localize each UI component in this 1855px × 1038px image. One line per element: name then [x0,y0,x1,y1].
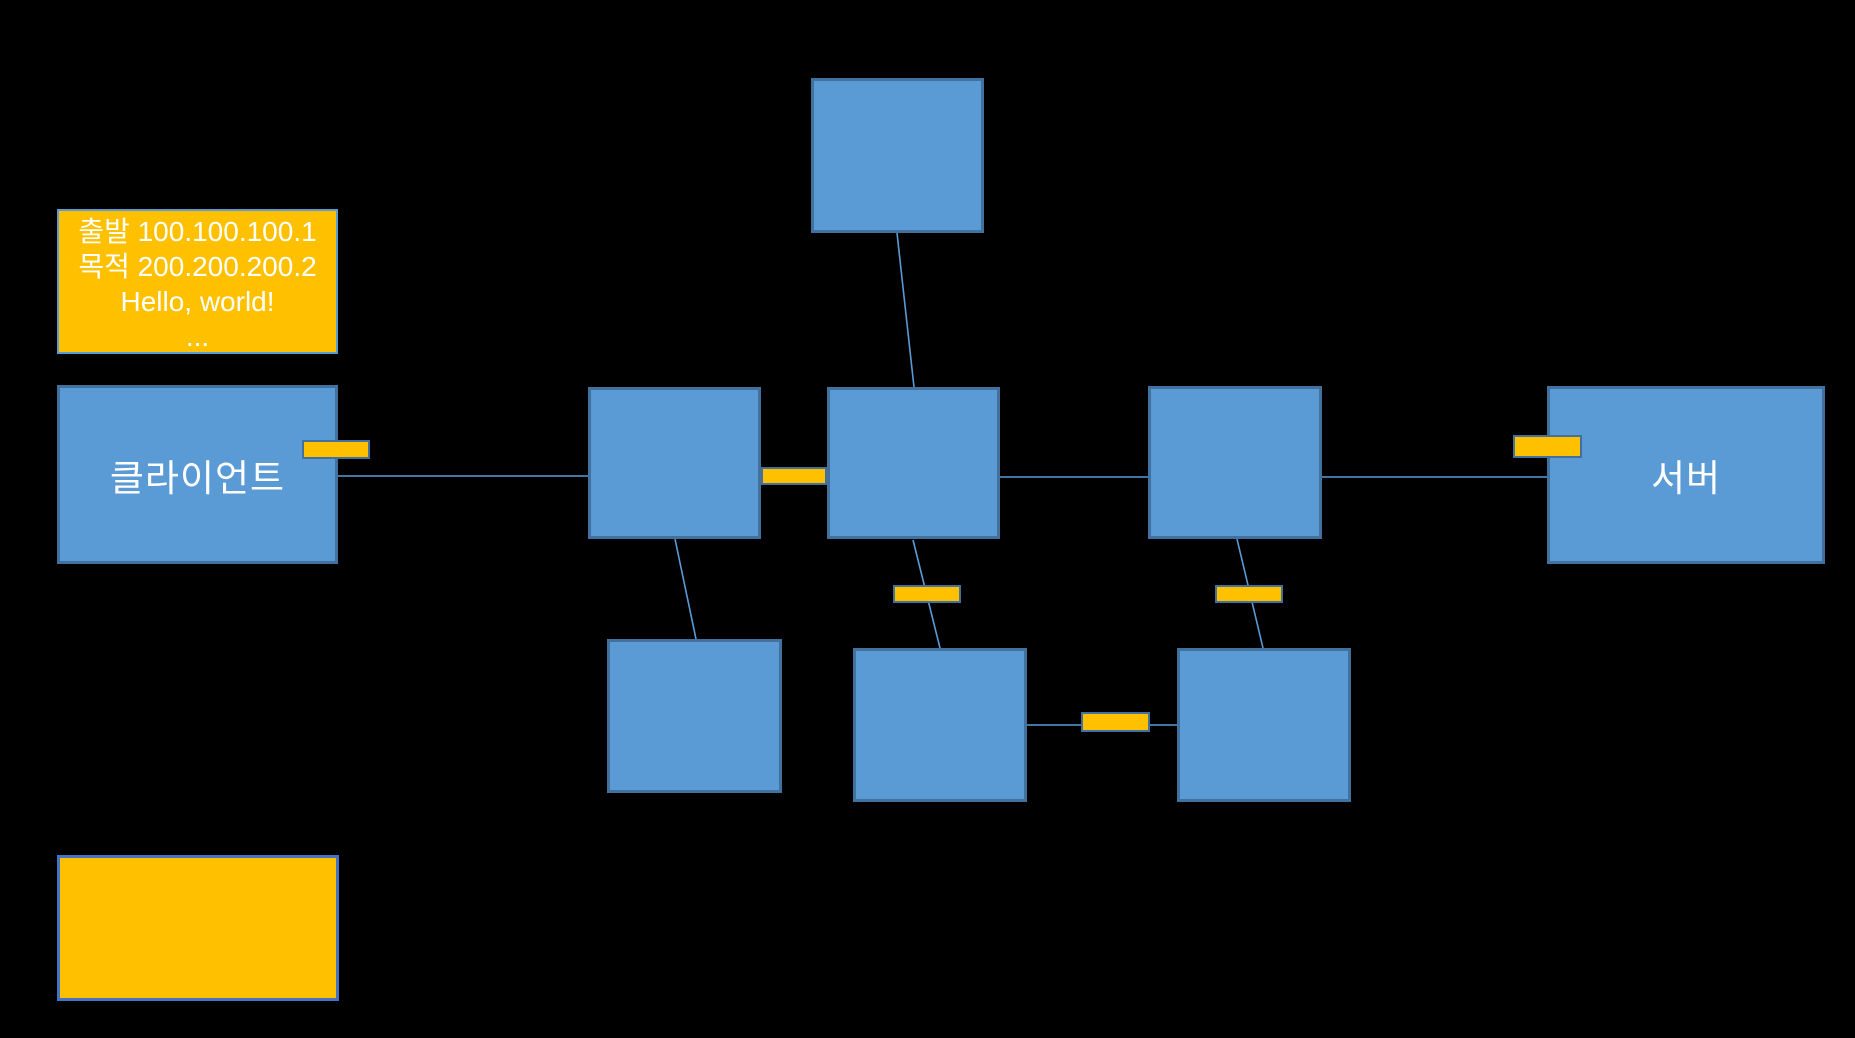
packet-payload-line: Hello, world! [120,286,275,317]
packet-chip-server-link [1513,435,1582,458]
client-node: 클라이언트 [57,385,338,564]
connector-router-left-bottom-left [674,538,697,640]
router-node-middle-center [827,387,1000,539]
router-node-middle-left [588,387,761,539]
packet-chip-bottom-link [1081,712,1150,732]
packet-source-line: 출발 100.100.100.1 [78,216,317,247]
packet-chip-left-center-link [761,467,827,485]
server-label: 서버 [1650,458,1722,499]
empty-packet-box [57,855,339,1001]
client-label: 클라이언트 [109,457,286,499]
packet-info-box: 출발 100.100.100.1 목적 200.200.200.2 Hello,… [57,209,338,354]
router-node-top [811,78,984,233]
router-node-bottom-center [853,648,1027,802]
packet-destination-line: 목적 200.200.200.2 [78,251,317,282]
router-node-middle-right [1148,386,1322,539]
packet-chip-client-link [302,440,370,459]
router-node-bottom-right [1177,648,1351,802]
packet-chip-center-down-link [893,585,961,603]
packet-ellipsis-line: ... [185,321,210,352]
server-node: 서버 [1547,386,1825,564]
packet-chip-right-down-link [1215,585,1283,603]
router-node-bottom-left [607,639,782,793]
connector-top-router-center [896,232,915,388]
